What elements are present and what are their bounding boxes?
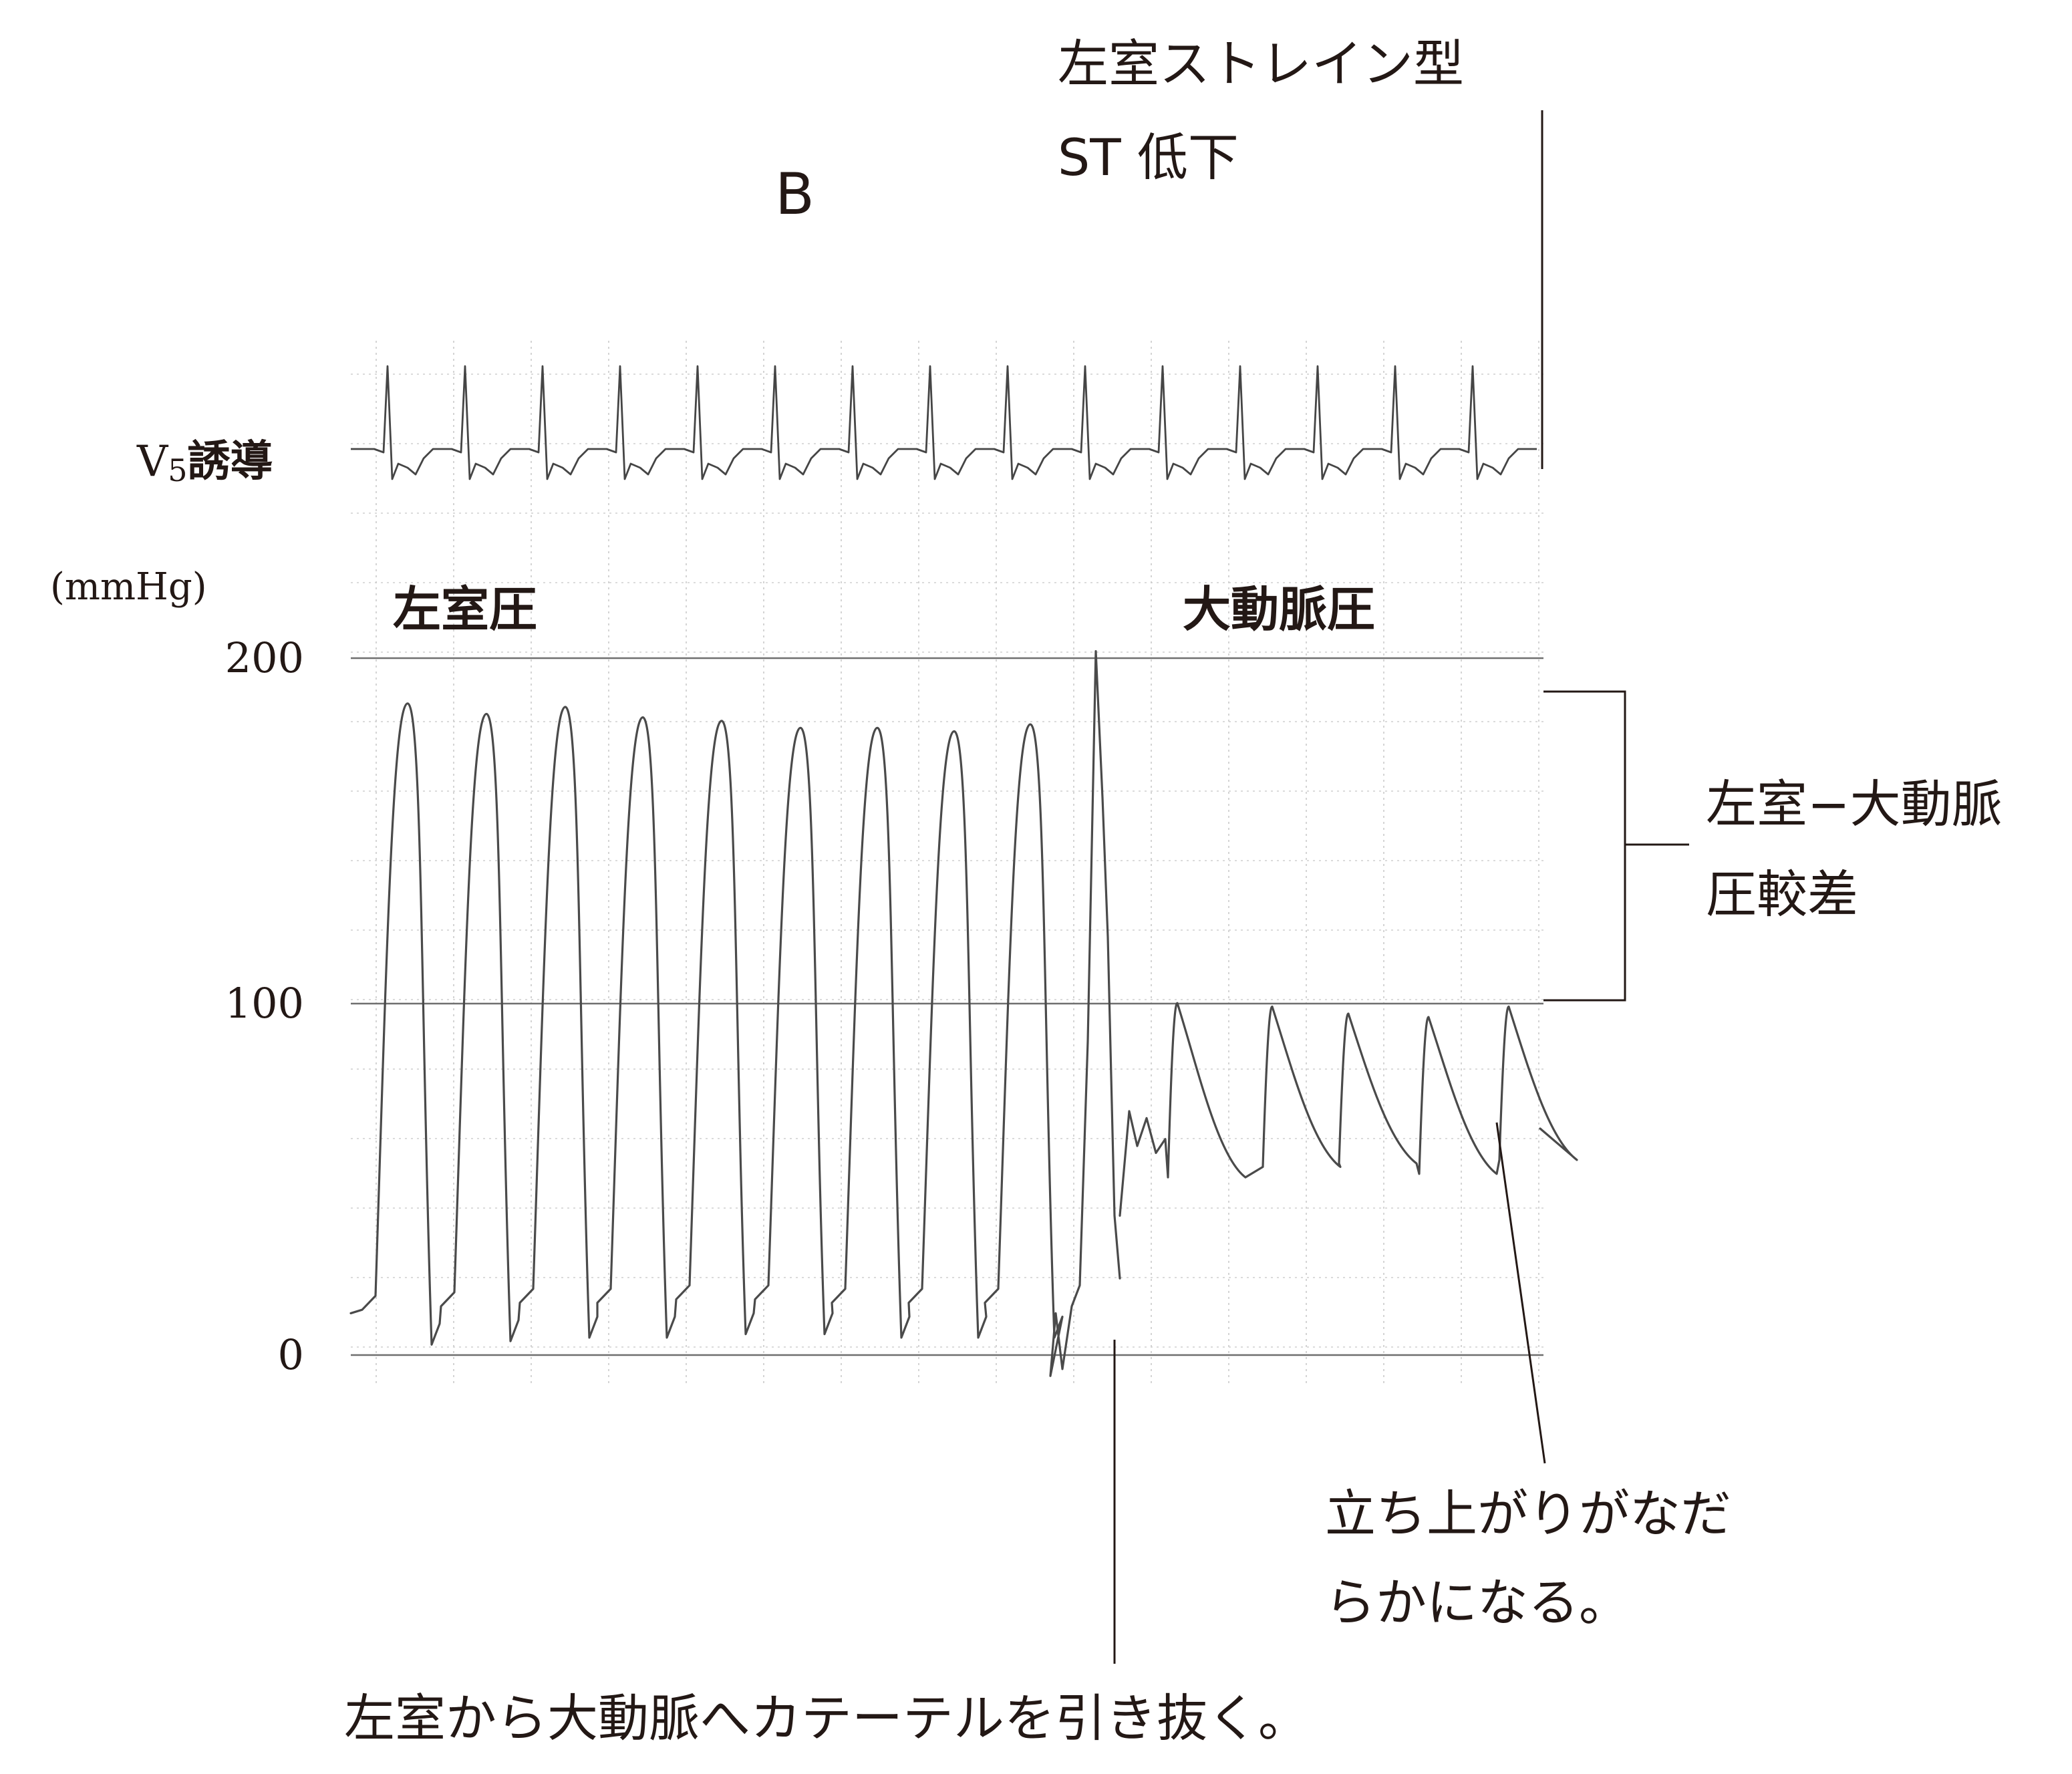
segment-label-ao: 大動脈圧 (1183, 581, 1375, 637)
lead-label-rest: 誘導 (188, 437, 273, 486)
y-tick-100: 100 (225, 979, 304, 1028)
annotation-st-line1: 左室ストレイン型 (1058, 34, 1464, 94)
lead-label-sub: 5 (168, 452, 187, 488)
lv-pressure-trace (349, 649, 1121, 1377)
annotation-upstroke-line1: 立ち上がりがなだ (1325, 1484, 1731, 1543)
segment-label-lv: 左室圧 (393, 581, 537, 637)
lead-label: V5誘導 (136, 437, 273, 488)
annotation-st-line2: ST 低下 (1058, 128, 1239, 187)
y-unit-label: (mmHg) (50, 565, 207, 609)
annotation-gradient-line2: 圧較差 (1706, 865, 1858, 924)
annotation-gradient-line1: 左室−大動脈 (1706, 774, 2003, 834)
aortic-pressure-trace (1119, 1002, 1578, 1217)
upstroke-leader (1495, 1122, 1546, 1464)
lead-label-v: V (136, 437, 169, 486)
chart-grid (351, 341, 1543, 1386)
annotation-pullback: 左室から大動脈へカテーテルを引き抜く。 (344, 1688, 1309, 1748)
ecg-v5-trace (351, 365, 1537, 480)
annotation-upstroke-line2: らかになる。 (1325, 1573, 1630, 1632)
panel-label: B (775, 161, 815, 228)
y-tick-200: 200 (225, 633, 304, 682)
y-tick-0: 0 (278, 1330, 304, 1379)
gradient-bracket (1543, 690, 1626, 1002)
